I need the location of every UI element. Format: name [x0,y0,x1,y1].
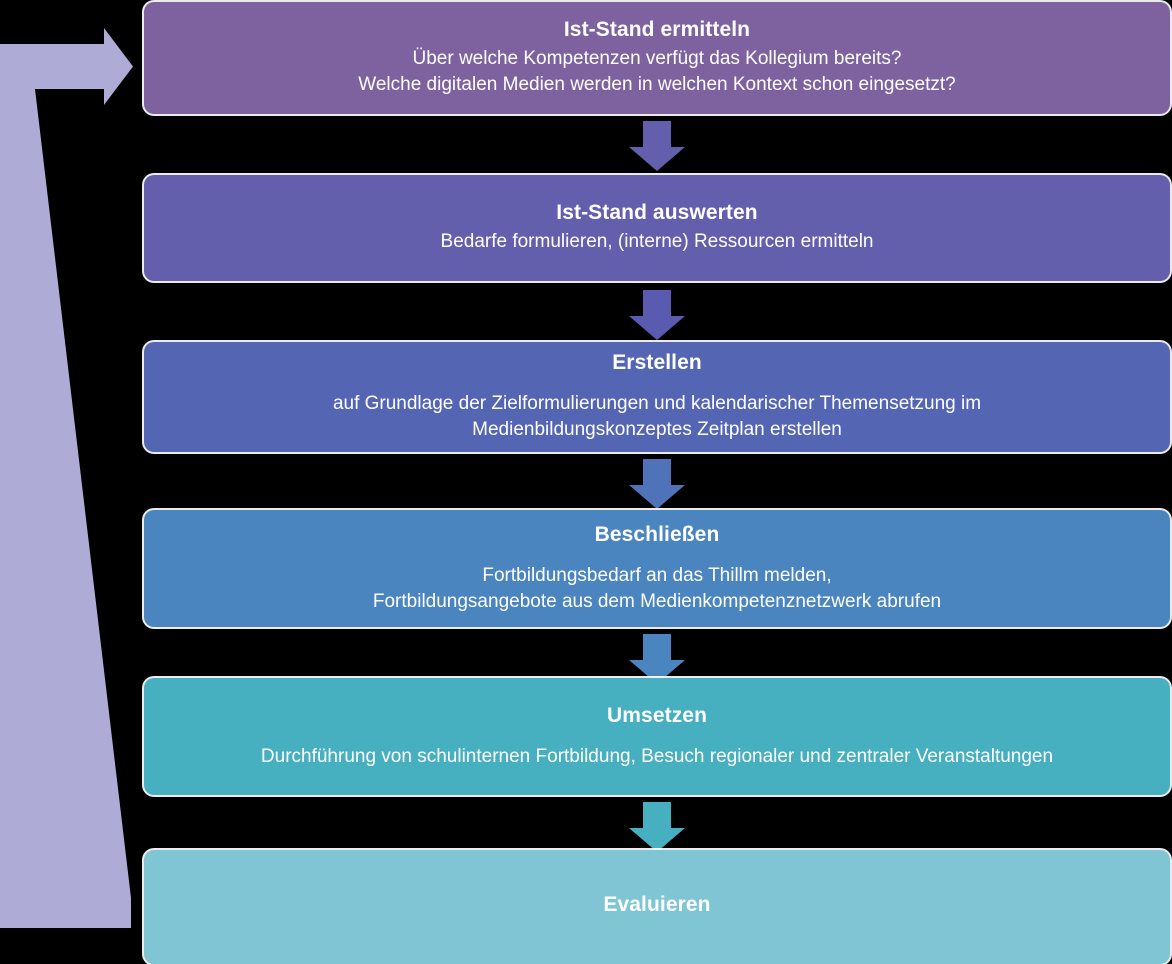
step-description-line: Bedarfe formulieren, (interne) Ressource… [440,231,874,253]
arrow-step4-to-step5-icon [629,634,685,684]
step-box-umsetzen[interactable]: Umsetzen Durchführung von schulinternen … [144,678,1170,795]
step-description-line: Durchführung von schulinternen Fortbildu… [260,745,1054,767]
arrow-head [629,485,685,509]
step-description: Fortbildungsbedarf an das Thillm melden,… [373,563,941,615]
arrow-shaft [643,290,671,318]
arrow-step2-to-step3-icon [629,290,685,340]
step-box-evaluieren[interactable]: Evaluieren [144,850,1170,964]
step-title: Umsetzen [607,703,707,727]
feedback-loop-arrow[interactable] [0,0,180,964]
step-box-erstellen[interactable]: Erstellen auf Grundlage der Zielformulie… [144,342,1170,452]
arrow-shaft [643,459,671,487]
arrow-head [629,147,685,171]
step-box-ist-stand-ermitteln[interactable]: Ist-Stand ermitteln Über welche Kompeten… [144,2,1170,114]
arrow-step1-to-step2-icon [629,121,685,171]
step-description-line: Medienbildungskonzeptes Zeitplan erstell… [472,419,842,441]
step-title: Ist-Stand auswerten [556,201,758,225]
arrow-step3-to-step4-icon [629,459,685,509]
feedback-loop-shape [0,28,133,928]
arrow-head [629,828,685,852]
step-box-beschliessen[interactable]: Beschließen Fortbildungsbedarf an das Th… [144,510,1170,627]
step-description-line: Fortbildungsangebote aus dem Medienkompe… [372,590,942,612]
step-description-line: auf Grundlage der Zielformulierungen und… [332,393,982,415]
step-title: Ist-Stand ermitteln [563,18,751,42]
step-box-ist-stand-auswerten[interactable]: Ist-Stand auswerten Bedarfe formulieren,… [144,175,1170,281]
arrow-shaft [643,802,671,830]
step-description: auf Grundlage der Zielformulierungen und… [333,391,981,443]
arrow-shaft [643,121,671,149]
step-description: Bedarfe formulieren, (interne) Ressource… [441,229,874,255]
arrow-step5-to-step6-icon [629,802,685,852]
step-description-line: Fortbildungsbedarf an das Thillm melden, [482,564,832,586]
arrow-shaft [643,634,671,662]
step-description-line: Welche digitalen Medien werden in welche… [358,74,956,96]
step-title: Erstellen [612,351,702,375]
step-title: Beschließen [594,522,720,546]
step-description: Durchführung von schulinternen Fortbildu… [261,744,1053,770]
step-title: Evaluieren [603,892,711,916]
step-description: Über welche Kompetenzen verfügt das Koll… [358,46,955,98]
arrow-head [629,316,685,340]
step-description-line: Über welche Kompetenzen verfügt das Koll… [412,48,902,70]
